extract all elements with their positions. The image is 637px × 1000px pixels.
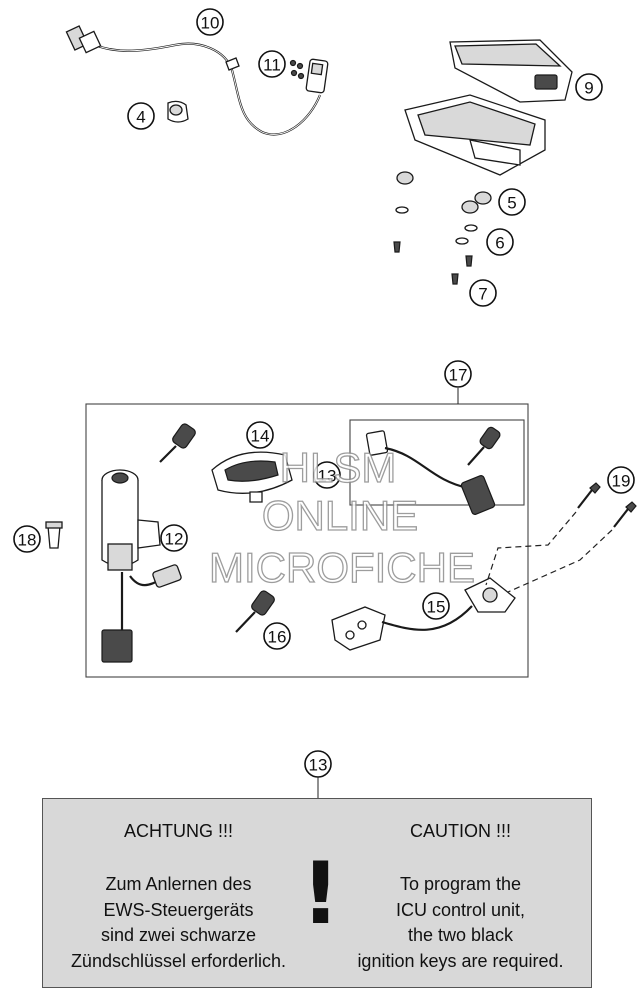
note-german: ACHTUNG !!! Zum Anlernen des EWS-Steuerg… [51,799,306,974]
note-english: CAUTION !!! To program the ICU control u… [333,799,588,974]
instrument-cluster [404,39,573,176]
svg-text:12: 12 [165,530,184,549]
svg-text:4: 4 [136,108,145,127]
callout-19: 19 [607,466,635,494]
callout-17: 17 [444,360,472,388]
svg-text:16: 16 [268,628,287,647]
note-english-line: ignition keys are required. [357,950,564,971]
callout-5: 5 [498,188,526,216]
svg-text:ONLINE: ONLINE [262,492,418,539]
svg-text:11: 11 [263,56,281,75]
svg-text:MICROFICHE: MICROFICHE [209,544,475,591]
callout-7: 7 [469,279,497,307]
svg-text:15: 15 [427,598,446,617]
svg-text:18: 18 [18,531,37,550]
callout-9: 9 [575,73,603,101]
svg-text:5: 5 [507,194,516,213]
callout-10: 10 [196,8,224,36]
ignition-lock [101,469,182,663]
svg-text:14: 14 [251,427,270,446]
note-german-line: Zum Anlernen des [105,874,252,894]
note-german-line: sind zwei schwarze [100,925,257,945]
callout-11: 11 [258,50,286,78]
note-english-line: ICU control unit, [395,899,526,920]
note-english-line: the two black [407,925,514,945]
ignition-cover [211,451,293,503]
transponder-harness [365,430,496,515]
note-german-line: EWS-Steuergeräts [103,899,254,920]
callout-14: 14 [246,421,274,449]
rubber-grommets [396,171,492,214]
callout-13-note: 13 [304,750,332,778]
callout-6: 6 [486,228,514,256]
ignition-key-subkit [467,426,501,466]
callout-16: 16 [263,622,291,650]
kit-frame [85,403,529,678]
callout-4: 4 [127,102,155,130]
svg-text:13: 13 [309,756,328,775]
immobilizer-antenna [331,577,516,651]
ignition-key-top [159,423,196,463]
svg-text:6: 6 [495,234,504,253]
callout-18: 18 [13,525,41,553]
antenna-screws [485,482,637,593]
locking-pin [45,521,63,549]
washers [395,206,478,245]
svg-text:13: 13 [318,467,337,486]
callout-15: 15 [422,592,450,620]
note-english-heading: CAUTION !!! [409,821,511,841]
exclamation-icon: ! [301,844,341,944]
caution-note: ACHTUNG !!! Zum Anlernen des EWS-Steuerg… [42,798,592,988]
note-english-line: To program the [399,874,522,894]
mounting-clip [289,58,329,94]
wiring-harness [65,25,322,136]
svg-text:17: 17 [449,366,468,385]
callout-13-diagram: 13 [313,461,341,489]
note-german-line: Zündschlüssel erforderlich. [70,950,287,971]
ignition-key-bottom [235,590,275,633]
svg-text:19: 19 [612,472,631,491]
svg-text:HLSM: HLSM [280,444,397,491]
svg-text:10: 10 [201,14,220,33]
note-german-heading: ACHTUNG !!! [123,821,233,841]
sub-kit-frame [349,419,525,506]
svg-text:9: 9 [584,79,593,98]
callout-12: 12 [160,524,188,552]
svg-text:7: 7 [478,285,487,304]
screws [393,241,473,285]
cable-clip [167,100,189,123]
watermark: HLSM ONLINE MICROFICHE [208,443,475,591]
